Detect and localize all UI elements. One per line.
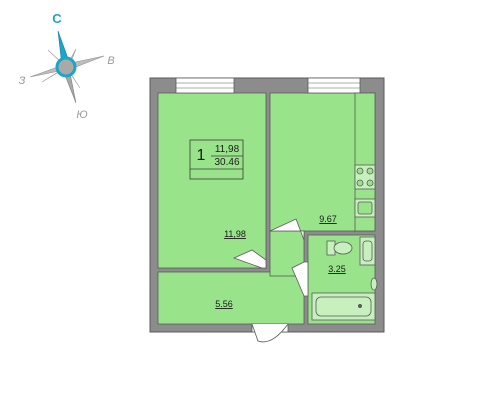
living-room-window [175,77,235,94]
kitchen-area-label: 9.67 [319,214,337,224]
compass-center [55,56,77,78]
bathroom-door [291,261,309,297]
apartment-info: 1 11,98 30.46 [189,139,244,180]
compass-east-label: В [107,55,114,67]
hallway-floor [157,271,305,325]
bathroom-area-label: 3.25 [328,264,346,274]
bathroom-fixtures [311,236,378,321]
compass-west-label: З [19,75,26,87]
hallway-area-label: 5.56 [215,299,233,309]
living-room-door [232,249,267,269]
stove-icon [354,164,376,190]
rooms-count: 1 [197,147,206,164]
compass-north-label: С [52,11,62,26]
washbasin-icon [359,236,376,266]
living-room-floor [157,92,267,269]
room-labels: 11,98 9.67 3.25 5.56 [215,214,346,309]
shelf-icon [370,277,378,291]
entrance-door [251,323,289,343]
windows [175,77,361,94]
compass-south-label: Ю [76,109,87,121]
bathtub-icon [311,292,376,321]
toilet-icon [326,240,353,256]
kitchen-window [307,77,361,94]
kitchen-counter [354,92,376,232]
total-area-value: 30.46 [214,157,239,168]
compass: С В З Ю [19,11,115,121]
living-area-value: 11,98 [215,144,240,155]
kitchen-sink-icon [354,198,376,218]
doors [232,218,309,343]
kitchen-door [269,218,305,241]
living-room-area-label: 11,98 [224,229,246,239]
